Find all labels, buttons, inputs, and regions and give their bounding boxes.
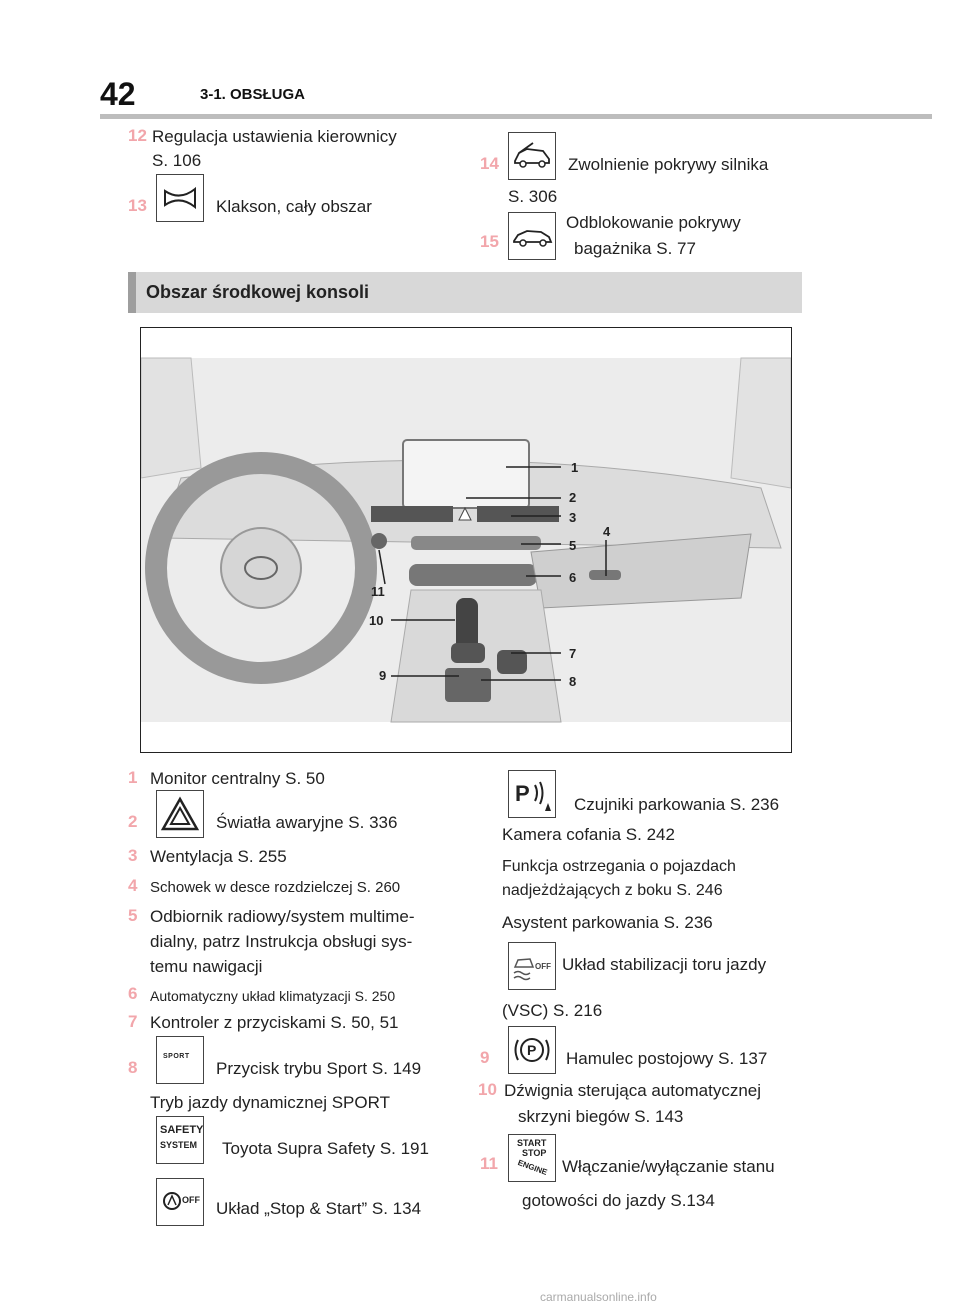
callout-label: 10 <box>369 613 384 628</box>
horn-icon <box>156 174 204 222</box>
item-text: S. 106 <box>152 151 202 170</box>
sport-icon-label: SPORT <box>163 1053 190 1060</box>
item-text: Przycisk trybu Sport S. 149 <box>216 1059 422 1078</box>
engine-start-stop-icon: START STOP ENGINE <box>508 1134 556 1182</box>
item-text: Zwolnienie pokrywy silnika <box>568 155 769 174</box>
item-number: 12 <box>128 126 147 145</box>
item-number: 14 <box>480 154 499 173</box>
page-number: 42 <box>100 76 136 112</box>
item-text: Czujniki parkowania S. 236 <box>574 795 780 814</box>
item-text: Układ „Stop & Start” S. 134 <box>216 1199 422 1218</box>
item-text: Odbiornik radiowy/system multime- <box>150 907 415 926</box>
item-text: Klakson, cały obszar <box>216 197 372 216</box>
engine-label: ENGINE <box>516 1158 549 1178</box>
safety-icon-label-1: SAFETY <box>160 1124 204 1136</box>
sport-icon: SPORT <box>156 1036 204 1084</box>
item-text: Układ stabilizacji toru jazdy <box>562 955 767 974</box>
watermark: carmanualsonline.info <box>540 1290 657 1304</box>
item-number: 13 <box>128 196 147 215</box>
item-number: 5 <box>128 906 138 925</box>
item-number: 10 <box>478 1080 497 1099</box>
item-number: 8 <box>128 1058 138 1077</box>
item-number: 6 <box>128 984 138 1003</box>
item-text: Kontroler z przyciskami S. 50, 51 <box>150 1013 399 1032</box>
item-text: Światła awaryjne S. 336 <box>216 813 398 832</box>
start-label: START <box>517 1138 547 1148</box>
section-title: Obszar środkowej konsoli <box>146 282 370 302</box>
callout-label: 11 <box>371 584 385 599</box>
callout-label: 2 <box>569 490 577 505</box>
item-number: 1 <box>128 768 138 787</box>
safety-icon-label-2: SYSTEM <box>160 1140 198 1150</box>
item-text: Hamulec postojowy S. 137 <box>566 1049 768 1068</box>
item-text: Odblokowanie pokrywy <box>566 213 741 232</box>
svg-text:P: P <box>515 781 530 806</box>
parking-brake-icon: P <box>508 1026 556 1074</box>
item-text: nadjeżdżających z boku S. 246 <box>502 882 723 899</box>
item-text: Regulacja ustawienia kierownicy <box>152 127 397 146</box>
trunk-release-icon <box>508 212 556 260</box>
callout-label: 3 <box>569 510 577 525</box>
callout-label: 7 <box>569 646 577 661</box>
item-text: Włączanie/wyłączanie stanu <box>562 1157 775 1176</box>
callout-label: 1 <box>571 460 579 475</box>
callout-label: 4 <box>603 524 611 539</box>
item-text: Toyota Supra Safety S. 191 <box>222 1139 429 1158</box>
item-text: Automatyczny układ klimatyzacji S. 250 <box>150 988 396 1004</box>
callout-label: 8 <box>569 674 577 689</box>
parking-sensor-icon: P <box>508 770 556 818</box>
section-header <box>128 272 802 313</box>
vsc-off-label: OFF <box>535 962 551 971</box>
item-text: bagażnika S. 77 <box>574 239 696 258</box>
item-text: gotowości do jazdy S.134 <box>522 1191 715 1210</box>
stop-label: STOP <box>522 1148 547 1158</box>
item-number: 2 <box>128 812 138 831</box>
dashboard-drawing <box>141 357 791 723</box>
hood-release-icon <box>508 132 556 180</box>
item-number: 15 <box>480 232 499 251</box>
item-text: skrzyni biegów S. 143 <box>518 1107 684 1126</box>
item-number: 3 <box>128 846 138 865</box>
callout-label: 5 <box>569 538 577 553</box>
item-number: 7 <box>128 1012 138 1031</box>
item-text: Tryb jazdy dynamicznej SPORT <box>150 1093 390 1112</box>
section-accent <box>128 272 136 313</box>
item-text: Funkcja ostrzegania o pojazdach <box>502 858 736 875</box>
item-number: 11 <box>480 1154 498 1173</box>
item-number: 4 <box>128 876 138 895</box>
item-number: 9 <box>480 1048 490 1067</box>
item-text: Kamera cofania S. 242 <box>502 825 675 844</box>
callout-label: 6 <box>569 570 577 585</box>
auto-stop-off-icon: OFF <box>156 1178 204 1226</box>
item-text: Schowek w desce rozdzielczej S. 260 <box>150 879 401 896</box>
item-text: dialny, patrz Instrukcja obsługi sys- <box>150 932 413 951</box>
item-text: Dźwignia sterująca automatycznej <box>504 1081 762 1100</box>
item-text: Asystent parkowania S. 236 <box>502 913 713 932</box>
safety-system-icon: SAFETY SYSTEM <box>156 1116 204 1164</box>
vsc-off-icon: OFF <box>508 942 556 990</box>
header-rule <box>100 114 932 119</box>
hazard-icon <box>156 790 204 838</box>
item-text: S. 306 <box>508 187 558 206</box>
dashboard-illustration: 1 2 3 4 5 6 7 8 9 10 11 <box>140 327 792 753</box>
item-text: Wentylacja S. 255 <box>150 847 287 866</box>
item-text: temu nawigacji <box>150 957 263 976</box>
callout-label: 9 <box>379 668 387 683</box>
chapter-title: 3-1. OBSŁUGA <box>200 86 306 103</box>
item-text: Monitor centralny S. 50 <box>150 769 325 788</box>
item-text: (VSC) S. 216 <box>502 1001 603 1020</box>
svg-text:P: P <box>527 1042 536 1058</box>
auto-stop-off-label: OFF <box>182 1195 200 1205</box>
